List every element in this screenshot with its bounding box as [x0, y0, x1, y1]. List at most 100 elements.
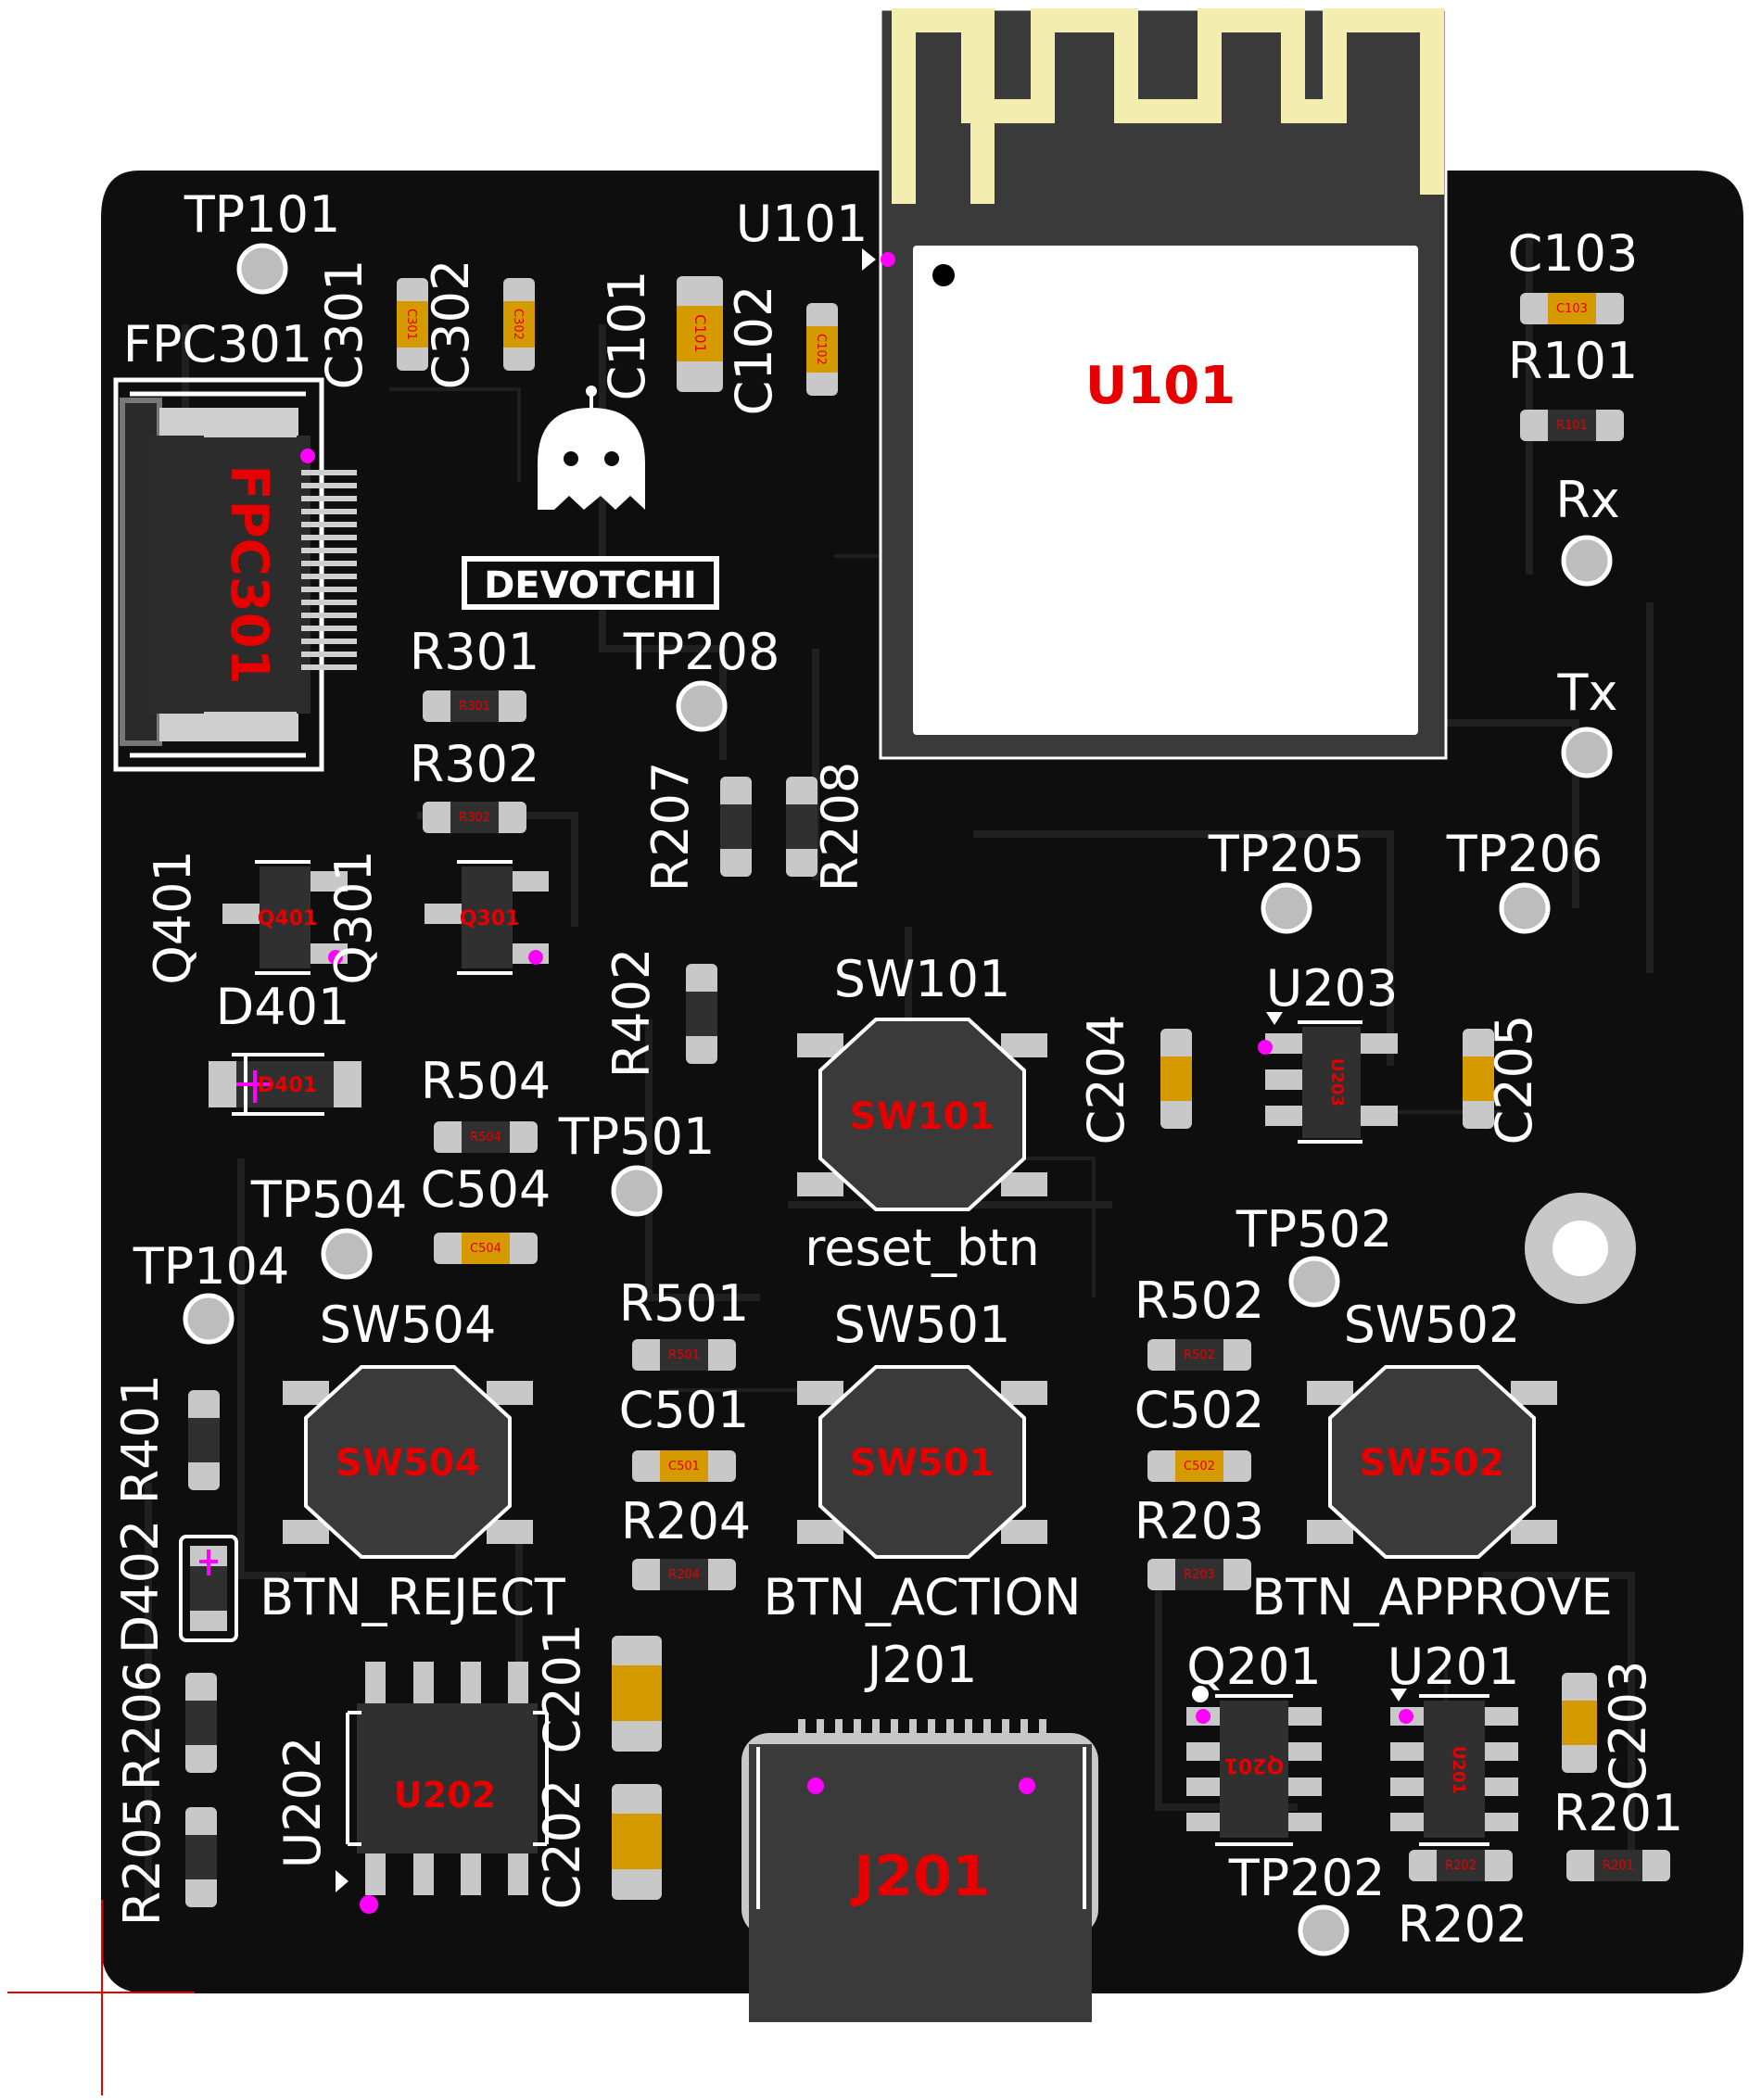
label-r207: R207: [641, 762, 700, 892]
j201-usbc: [741, 1719, 1098, 2022]
u101-pin1-triangle: [862, 248, 876, 271]
label-c102: C102: [725, 285, 783, 416]
label-c204: C204: [1077, 1015, 1135, 1145]
label-c502: C502: [1134, 1381, 1265, 1439]
fab-sw504: SW504: [336, 1442, 480, 1485]
fab-sw502: SW502: [1360, 1442, 1504, 1485]
label-j201: J201: [865, 1636, 978, 1694]
svg-text:R502: R502: [1184, 1348, 1215, 1362]
test-points: [183, 243, 1613, 1956]
label-c205: C205: [1485, 1015, 1543, 1145]
sw502: [1307, 1365, 1557, 1559]
svg-text:C504: C504: [470, 1242, 501, 1256]
label-r302: R302: [410, 735, 540, 793]
svg-text:R201: R201: [1603, 1859, 1634, 1873]
u101-shield: [913, 246, 1418, 735]
label-tp502: TP502: [1236, 1200, 1393, 1259]
label-u201: U201: [1388, 1638, 1520, 1696]
label-fpc301: FPC301: [123, 315, 312, 373]
label-q401: Q401: [144, 850, 202, 985]
sw504: [283, 1365, 533, 1559]
svg-text:R302: R302: [459, 811, 490, 825]
fab-u201: U201: [1449, 1746, 1468, 1794]
label-r501: R501: [619, 1274, 750, 1333]
label-c504: C504: [421, 1160, 551, 1219]
fpc301-connector: [113, 377, 357, 772]
d402: [179, 1535, 238, 1642]
label-r301: R301: [410, 623, 540, 681]
svg-text:R501: R501: [668, 1348, 700, 1362]
label-r504: R504: [421, 1052, 551, 1110]
label-c501: C501: [619, 1381, 750, 1439]
label-r202: R202: [1398, 1895, 1528, 1954]
ghost-logo: [462, 386, 719, 610]
label-tx: Tx: [1557, 664, 1618, 722]
label-tp504: TP504: [250, 1170, 408, 1229]
label-c101: C101: [598, 271, 656, 401]
silk-labels: TP101 FPC301 C301 C302 C101 C102 U101 C1…: [111, 185, 1683, 1954]
label-r201: R201: [1553, 1784, 1684, 1842]
label-q301: Q301: [324, 850, 383, 985]
u101-pin1-marker: [881, 252, 895, 267]
fab-u202: U202: [394, 1775, 496, 1815]
label-tp206: TP206: [1446, 825, 1603, 883]
label-q201: Q201: [1186, 1638, 1322, 1696]
svg-text:R101: R101: [1556, 419, 1588, 433]
svg-text:C302: C302: [511, 309, 525, 340]
svg-text:R204: R204: [668, 1568, 700, 1582]
u101-pin1-dot: [932, 264, 955, 286]
svg-text:C103: C103: [1556, 302, 1588, 316]
q301: [425, 860, 549, 975]
svg-text:R504: R504: [470, 1131, 501, 1145]
q401: [222, 860, 348, 975]
fab-q201: Q201: [1224, 1753, 1285, 1777]
label-r206: R206: [113, 1661, 171, 1791]
label-r502: R502: [1134, 1271, 1265, 1330]
label-tp501: TP501: [558, 1107, 716, 1166]
fab-q301: Q301: [460, 907, 520, 930]
label-r402: R402: [602, 948, 661, 1079]
label-tp104: TP104: [133, 1237, 290, 1296]
label-u101: U101: [736, 195, 868, 253]
smd-horizontal: [423, 293, 1670, 1881]
d401: [209, 1053, 361, 1116]
label-tp202: TP202: [1228, 1849, 1386, 1907]
label-sw501: SW501: [834, 1296, 1011, 1354]
label-u202: U202: [273, 1737, 332, 1869]
fab-sw501: SW501: [850, 1442, 995, 1485]
fab-u203: U203: [1327, 1058, 1347, 1107]
tiny-refs: C301 C302 C101 C102 C103 R101 R301 R302 …: [404, 302, 1634, 1873]
label-r208: R208: [811, 762, 869, 892]
label-tp208: TP208: [623, 623, 780, 681]
label-sw502: SW502: [1344, 1296, 1521, 1354]
label-d401: D401: [216, 978, 350, 1036]
origin-crosshair: [7, 1900, 195, 2095]
smd-vertical: [185, 276, 1597, 1907]
label-btn-reject: BTN_REJECT: [260, 1568, 566, 1626]
label-u203: U203: [1266, 959, 1399, 1018]
label-c202: C202: [533, 1779, 591, 1910]
svg-text:R203: R203: [1184, 1568, 1215, 1582]
u203: [1258, 1012, 1398, 1144]
logo-text: DEVOTCHI: [484, 564, 697, 607]
u101-antenna-trace: [892, 8, 1444, 204]
label-c203: C203: [1599, 1661, 1657, 1791]
svg-text:C501: C501: [668, 1460, 700, 1474]
fab-j201: J201: [850, 1844, 991, 1909]
sw501: [797, 1365, 1047, 1559]
fab-q401: Q401: [258, 907, 318, 930]
label-rx: Rx: [1555, 471, 1619, 529]
label-r205: R205: [113, 1796, 171, 1927]
label-tp101: TP101: [184, 185, 341, 244]
label-c103: C103: [1508, 224, 1639, 283]
u201: [1390, 1689, 1518, 1846]
label-reset-btn: reset_btn: [805, 1219, 1039, 1277]
label-c302: C302: [422, 259, 480, 390]
fab-d401: D401: [258, 1074, 317, 1097]
svg-text:R301: R301: [459, 700, 490, 714]
svg-text:C502: C502: [1184, 1460, 1215, 1474]
q201: [1186, 1686, 1322, 1846]
label-sw504: SW504: [320, 1296, 497, 1354]
